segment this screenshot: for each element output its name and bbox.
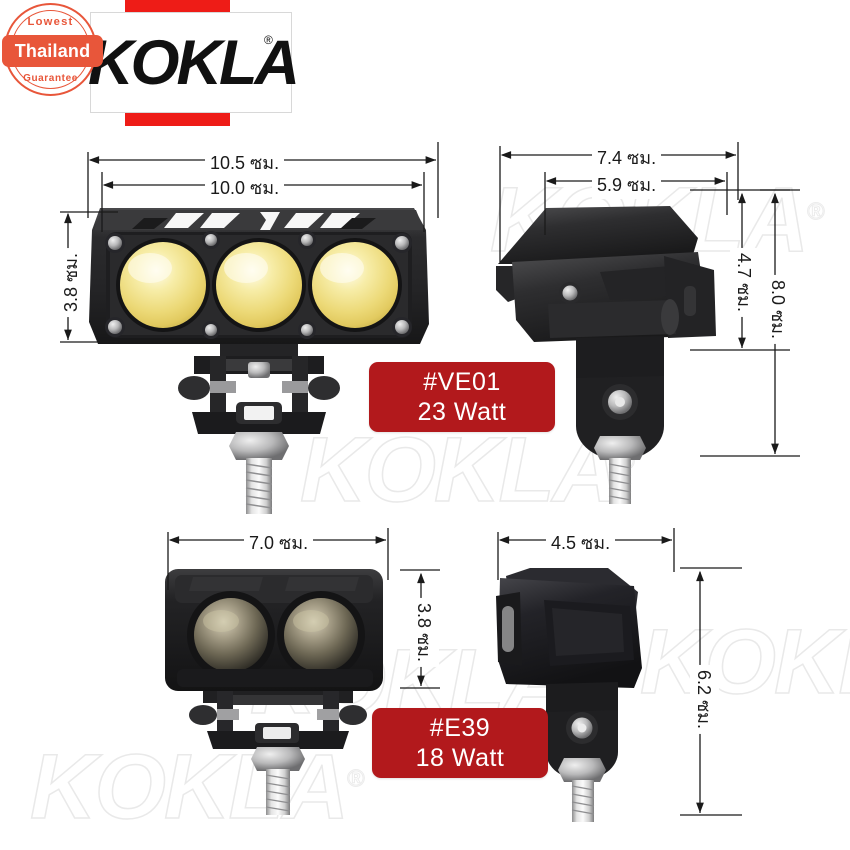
lowest-price-guarantee-badge: Lowest Guarantee Thailand (2, 3, 103, 96)
brand-logo-text: KOKLA (88, 28, 300, 98)
dim-ve01-side-depth-outer: 7.4 ซม. (592, 143, 662, 172)
dim-e39-front-width: 7.0 ซม. (244, 528, 314, 557)
registered-mark-icon: ® (264, 33, 273, 47)
brand-header: KOKLA ® Lowest Guarantee Thailand (0, 0, 310, 128)
spec-tag-e39: #E39 18 Watt (372, 708, 548, 778)
spec-tag-ve01: #VE01 23 Watt (369, 362, 555, 432)
dim-e39-side-width: 4.5 ซม. (546, 528, 616, 557)
product-ve01-front-view (89, 208, 429, 514)
header-red-bar-top (125, 0, 230, 13)
dim-ve01-front-width-inner: 10.0 ซม. (205, 173, 285, 202)
badge-country-label: Thailand (14, 40, 91, 61)
badge-top-label: Lowest (27, 16, 74, 28)
dim-ve01-side-depth-inner: 5.9 ซม. (592, 170, 662, 199)
badge-bottom-label: Guarantee (23, 73, 78, 84)
product-e39-front-view (165, 569, 383, 815)
product-ve01-side-view (496, 206, 716, 504)
dim-e39-front-height: 3.8 ซม. (410, 597, 440, 668)
spec-tag-e39-watt: 18 Watt (415, 744, 505, 772)
dim-ve01-side-body-height: 4.7 ซม. (730, 247, 760, 318)
dim-ve01-front-height: 3.8 ซม. (56, 247, 86, 318)
logo-frame (90, 12, 292, 113)
product-e39-side-view (496, 568, 642, 822)
header-red-bar-bottom (125, 113, 230, 126)
badge-country-pill: Thailand (2, 35, 103, 67)
spec-tag-ve01-watt: 23 Watt (417, 398, 507, 426)
dim-e39-side-total-height: 6.2 ซม. (690, 664, 720, 735)
dim-ve01-side-total-height: 8.0 ซม. (764, 274, 794, 345)
spec-tag-ve01-code: #VE01 (423, 368, 501, 396)
spec-tag-e39-code: #E39 (429, 714, 491, 742)
